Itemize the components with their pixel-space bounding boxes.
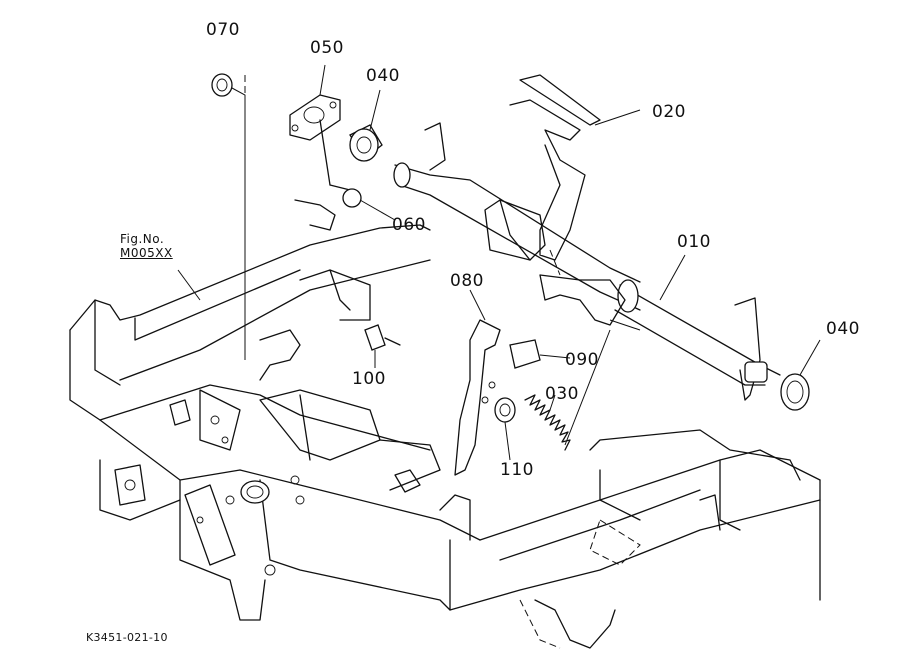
- part-label-050: 050: [310, 38, 344, 58]
- figure-reference-line1: Fig.No.: [120, 232, 165, 246]
- part-label-040-right: 040: [826, 319, 860, 339]
- part-label-090: 090: [565, 350, 599, 370]
- part-label-080: 080: [450, 271, 484, 291]
- part-label-040-top: 040: [366, 66, 400, 86]
- part-label-070: 070: [206, 20, 240, 40]
- part-label-060: 060: [392, 215, 426, 235]
- figure-reference-line2: M005XX: [120, 246, 173, 260]
- part-label-100: 100: [352, 369, 386, 389]
- part-label-010: 010: [677, 232, 711, 252]
- part-label-020: 020: [652, 102, 686, 122]
- figure-reference: Fig.No. M005XX: [120, 232, 173, 260]
- drawing-code: K3451-021-10: [86, 631, 168, 644]
- part-label-110: 110: [500, 460, 534, 480]
- part-label-030: 030: [545, 384, 579, 404]
